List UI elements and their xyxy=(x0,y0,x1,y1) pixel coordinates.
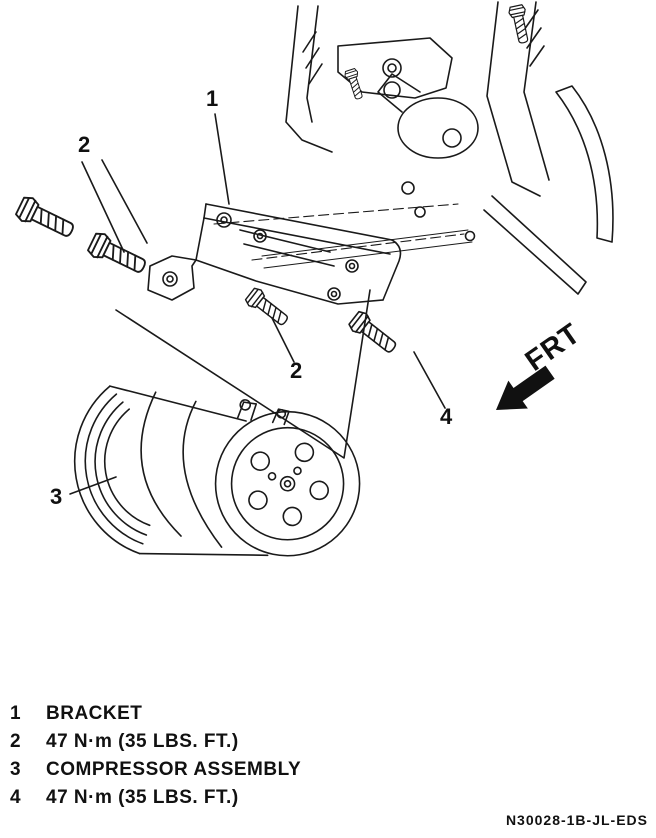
legend-item-number: 1 xyxy=(10,703,22,724)
bolt-icon xyxy=(13,193,79,244)
legend-item-bracket: 1 BRACKET xyxy=(10,700,301,728)
mounting-bracket xyxy=(147,203,476,305)
compressor-assembly xyxy=(73,385,361,557)
diagram-canvas: 1 2 2 3 4 FRT xyxy=(13,1,614,557)
frt-arrow-icon xyxy=(496,365,555,410)
bolt-icon xyxy=(343,67,367,102)
mounting-bolts xyxy=(13,3,533,359)
callout-leader-lines xyxy=(69,113,446,495)
legend-item-number: 4 xyxy=(10,787,22,808)
callout-left-bolts-label: 2 xyxy=(78,132,90,157)
callout-bracket-label: 1 xyxy=(206,86,218,111)
legend-item-text: 47 N·m (35 LBS. FT.) xyxy=(46,731,239,752)
bolt-icon xyxy=(243,285,293,331)
figure-diagram: 1 2 2 3 4 FRT xyxy=(13,1,614,557)
legend-item-text: 47 N·m (35 LBS. FT.) xyxy=(46,787,239,808)
callout-right-bolt-label: 4 xyxy=(440,404,453,429)
legend: 1 BRACKET 2 47 N·m (35 LBS. FT.) 3 COMPR… xyxy=(10,700,301,812)
callout-compressor-label: 3 xyxy=(50,484,62,509)
drawing-number: N30028-1B-JL-EDS xyxy=(505,812,648,828)
bolt-icon xyxy=(346,308,401,359)
legend-item-number: 2 xyxy=(10,731,22,752)
legend-item-compressor: 3 COMPRESSOR ASSEMBLY xyxy=(10,756,301,784)
legend-item-number: 3 xyxy=(10,759,22,780)
legend-item-text: BRACKET xyxy=(46,703,143,724)
engine-background xyxy=(285,1,614,295)
legend-item-torque-4: 4 47 N·m (35 LBS. FT.) xyxy=(10,784,301,812)
legend-item-torque-2: 2 47 N·m (35 LBS. FT.) xyxy=(10,728,301,756)
legend-item-text: COMPRESSOR ASSEMBLY xyxy=(46,759,302,780)
frt-label: FRT xyxy=(520,317,587,377)
callout-center-bolt-label: 2 xyxy=(290,358,302,383)
